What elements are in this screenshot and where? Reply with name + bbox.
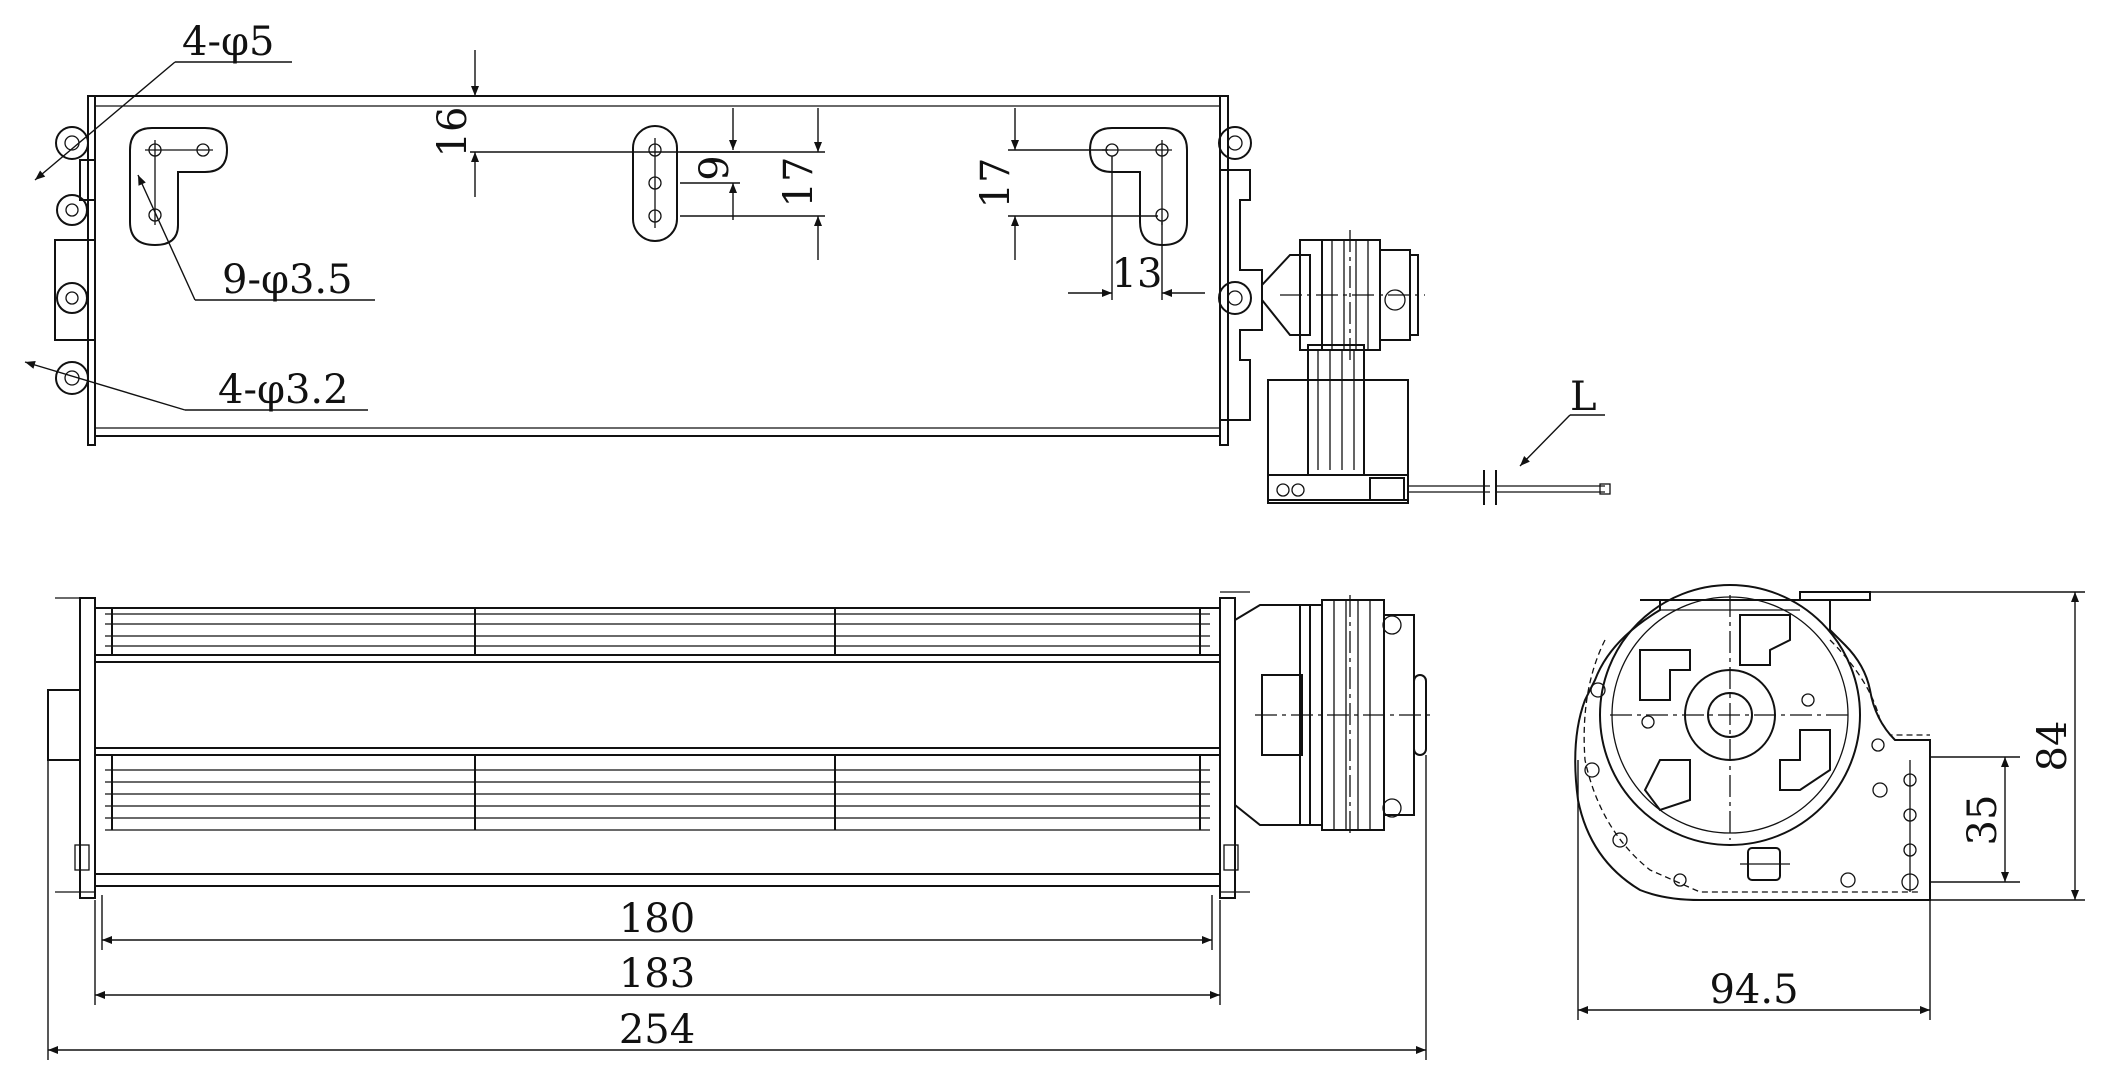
side-view: 84 35 94.5	[1574, 584, 2085, 1020]
dim-impeller-length: 180	[619, 896, 695, 942]
dim-overall-length: 254	[619, 1007, 695, 1053]
dim-slot-span: 17	[776, 157, 822, 208]
top-motor	[1261, 230, 1425, 504]
dim-side-height: 84	[2030, 721, 2076, 772]
right-l-bracket-slots	[1088, 127, 1188, 247]
dim-outlet-height: 35	[1960, 795, 2006, 846]
side-housing-outline	[1574, 591, 1931, 901]
dim-side-depth: 94.5	[1709, 967, 1798, 1013]
top-view: 4-φ5 9-φ3.5 4-φ3.2 L 16 9 17 17	[24, 19, 1611, 505]
dim-housing-length: 183	[619, 951, 695, 997]
dim-bracket-width: 13	[1112, 251, 1163, 297]
left-l-bracket-slots	[129, 127, 229, 247]
dim-top-offset: 16	[430, 107, 476, 158]
power-cable	[1408, 470, 1611, 505]
dim-slot-spacing: 9	[692, 155, 738, 180]
label-4-phi3-2: 4-φ3.2	[218, 367, 349, 413]
left-end-plate	[54, 95, 96, 446]
top-housing-outline	[94, 95, 1221, 437]
left-mounting-ears	[55, 126, 89, 395]
center-slot	[632, 125, 678, 242]
label-9-phi3-5: 9-φ3.5	[222, 257, 353, 303]
motor-flange-outer	[1599, 584, 1861, 846]
right-end-plate	[1219, 95, 1263, 446]
label-4-phi5: 4-φ5	[182, 19, 274, 65]
front-motor	[1234, 595, 1430, 835]
right-mounting-ears	[1218, 126, 1252, 315]
dim-bracket-span: 17	[973, 158, 1019, 209]
front-view: 180 183 254	[47, 591, 1430, 1060]
impeller-blades	[95, 608, 1220, 875]
label-cable-length: L	[1570, 374, 1597, 420]
